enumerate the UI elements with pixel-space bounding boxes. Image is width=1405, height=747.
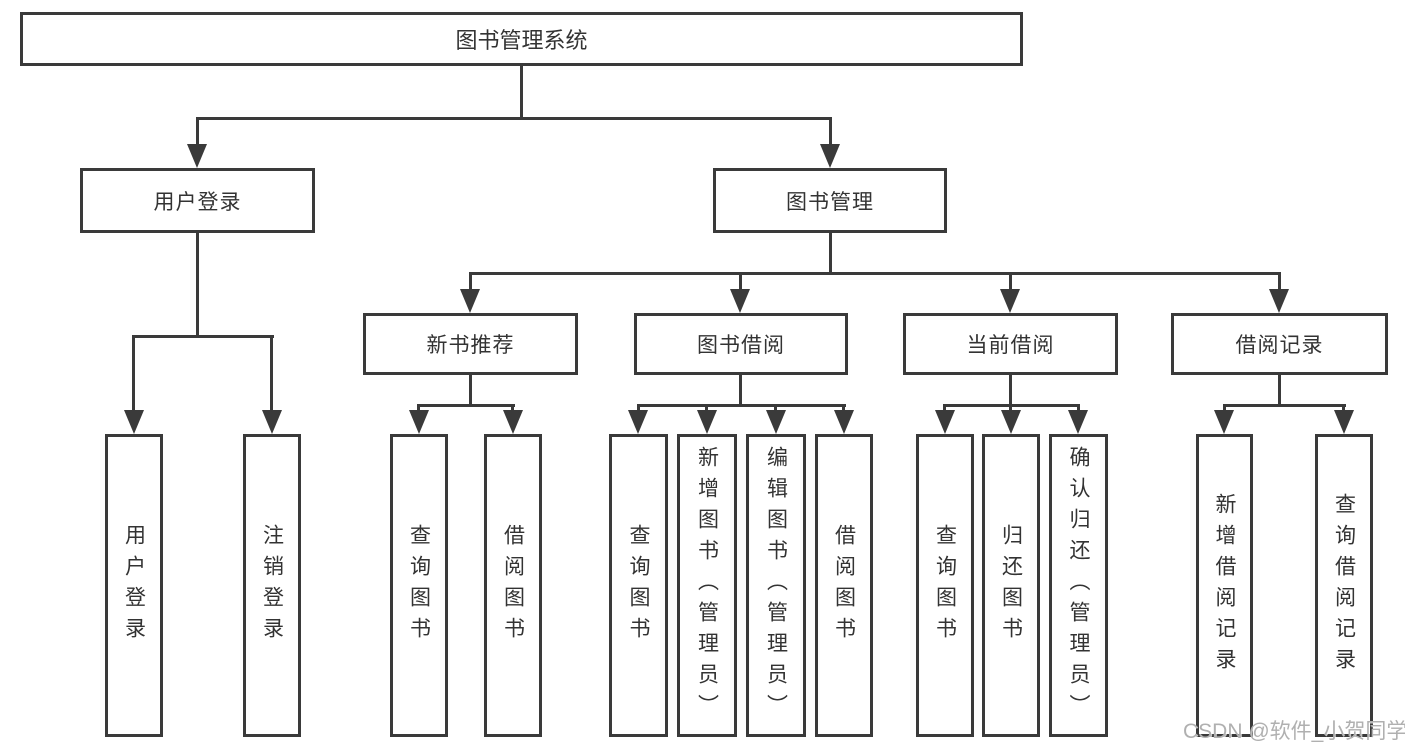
node-label: 图书借阅: [697, 334, 785, 357]
leaf-label: 新增图书（管理员）: [695, 446, 719, 725]
leaf-label: 查询图书: [407, 523, 431, 648]
leaf-add-books-admin: 新增图书（管理员）: [677, 434, 737, 737]
arrow-down: [730, 289, 750, 313]
arrow-down: [766, 410, 786, 434]
arrow-down: [697, 410, 717, 434]
node-label: 当前借阅: [966, 334, 1055, 357]
leaf-label: 编辑图书（管理员）: [764, 446, 788, 725]
connector-stem-leaf-logout: [270, 335, 273, 414]
connector-root-trunk: [520, 66, 523, 120]
connector-g2-stem1: [637, 404, 640, 412]
connector-g2-stem3: [774, 404, 777, 412]
connector-root-split: [196, 117, 832, 120]
connector-user-login-trunk: [196, 233, 199, 337]
arrow-down: [187, 144, 207, 168]
leaf-add-borrow-record: 新增借阅记录: [1196, 434, 1253, 737]
leaf-logout: 注销登录: [243, 434, 301, 737]
node-current-borrow: 当前借阅: [903, 313, 1118, 375]
arrow-down: [409, 410, 429, 434]
leaf-label: 借阅图书: [501, 523, 525, 648]
connector-stem-new-book: [469, 272, 472, 293]
leaf-query-borrow-record: 查询借阅记录: [1315, 434, 1373, 737]
connector-book-management-trunk: [829, 233, 832, 275]
node-label: 图书管理系统: [455, 28, 588, 53]
leaf-borrow-books-recommend: 借阅图书: [484, 434, 542, 737]
connector-stem-user-login: [196, 117, 199, 148]
node-new-book-recommend: 新书推荐: [363, 313, 578, 375]
arrow-down: [1334, 410, 1354, 434]
connector-g3-stem2: [1009, 404, 1012, 412]
arrow-down: [1068, 410, 1088, 434]
leaf-edit-books-admin: 编辑图书（管理员）: [746, 434, 806, 737]
arrow-down: [1269, 289, 1289, 313]
leaf-label: 查询图书: [933, 523, 957, 648]
leaf-label: 确认归还（管理员）: [1067, 446, 1090, 725]
leaf-query-books-current: 查询图书: [916, 434, 974, 737]
leaf-label: 归还图书: [999, 523, 1023, 648]
connector-stem-borrow-records: [1278, 272, 1281, 293]
connector-g1-split: [418, 404, 515, 407]
node-label: 借阅记录: [1235, 334, 1324, 357]
node-library-management-system: 图书管理系统: [20, 12, 1023, 66]
connector-g4-stem2: [1342, 404, 1345, 412]
node-label: 图书管理: [786, 190, 874, 214]
connector-g2-trunk: [739, 375, 742, 407]
arrow-down: [820, 144, 840, 168]
leaf-label: 查询图书: [627, 523, 650, 648]
leaf-return-books: 归还图书: [982, 434, 1040, 737]
node-book-borrow: 图书借阅: [634, 313, 848, 375]
leaf-label: 用户登录: [122, 523, 146, 648]
leaf-query-books-borrow: 查询图书: [609, 434, 668, 737]
node-borrow-records: 借阅记录: [1171, 313, 1388, 375]
connector-g3-trunk: [1009, 375, 1012, 407]
leaf-confirm-return-admin: 确认归还（管理员）: [1049, 434, 1108, 737]
connector-g3-stem1: [943, 404, 946, 412]
connector-g4-trunk: [1278, 375, 1281, 407]
arrow-down: [1214, 410, 1234, 434]
connector-g2-stem4: [842, 404, 845, 412]
arrow-down: [935, 410, 955, 434]
arrow-down: [628, 410, 648, 434]
arrow-down: [503, 410, 523, 434]
connector-g2-stem2: [705, 404, 708, 412]
connector-stem-current-borrow: [1009, 272, 1012, 293]
arrow-down: [124, 410, 144, 434]
arrow-down: [1000, 289, 1020, 313]
arrow-down: [834, 410, 854, 434]
connector-g2-split: [637, 404, 846, 407]
leaf-label: 注销登录: [260, 523, 284, 648]
connector-g4-split: [1223, 404, 1346, 407]
node-label: 用户登录: [153, 190, 242, 214]
connector-stem-book-management: [829, 117, 832, 148]
connector-g1-stem2: [511, 404, 514, 412]
leaf-label: 借阅图书: [832, 523, 856, 648]
node-user-login: 用户登录: [80, 168, 315, 233]
leaf-label: 查询借阅记录: [1332, 492, 1356, 679]
leaf-borrow-books: 借阅图书: [815, 434, 873, 737]
leaf-user-login: 用户登录: [105, 434, 163, 737]
arrow-down: [1001, 410, 1021, 434]
node-label: 新书推荐: [426, 334, 515, 357]
watermark: CSDN @软件_小贺同学: [1183, 720, 1405, 743]
connector-g4-stem1: [1223, 404, 1226, 412]
connector-g1-trunk: [469, 375, 472, 407]
connector-book-management-split: [469, 272, 1281, 275]
connector-g3-stem3: [1077, 404, 1080, 412]
leaf-label: 新增借阅记录: [1213, 492, 1236, 679]
connector-user-login-split: [133, 335, 274, 338]
connector-stem-leaf-user-login: [132, 335, 135, 414]
node-book-management: 图书管理: [713, 168, 947, 233]
arrow-down: [460, 289, 480, 313]
leaf-query-books-recommend: 查询图书: [390, 434, 448, 737]
connector-g1-stem1: [417, 404, 420, 412]
arrow-down: [262, 410, 282, 434]
connector-stem-book-borrow: [739, 272, 742, 293]
